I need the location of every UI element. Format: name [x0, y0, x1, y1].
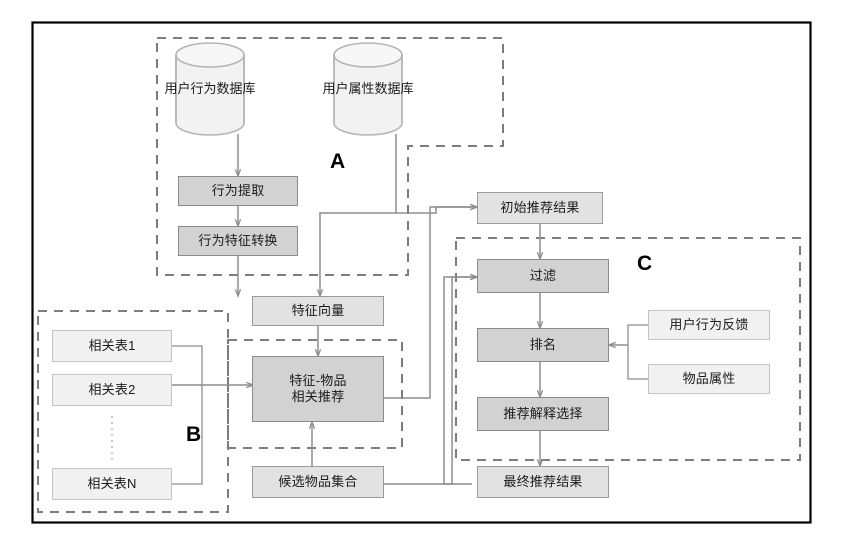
node-candidate-item-set[interactable]: 候选物品集合: [252, 466, 384, 498]
node-behavior-extraction[interactable]: 行为提取: [178, 176, 298, 206]
group-label-b: B: [186, 423, 202, 446]
edge-attributedb-to-featurevector: [320, 134, 397, 296]
user-behavior-db-shape: [175, 42, 245, 136]
user-behavior-db-label: 用户行为数据库: [164, 81, 256, 96]
node-final-recommend-result[interactable]: 最终推荐结果: [477, 466, 609, 498]
node-feature-item-recommend-line1: 特征-物品: [289, 372, 347, 388]
node-initial-recommend-result[interactable]: 初始推荐结果: [477, 192, 603, 224]
node-ranking[interactable]: 排名: [477, 328, 609, 362]
node-relation-table-2[interactable]: 相关表2: [52, 374, 172, 406]
group-b-dashed-box: [37, 310, 229, 513]
user-attribute-db-shape: [333, 42, 403, 136]
node-feature-item-recommend[interactable]: 特征-物品 相关推荐: [252, 356, 384, 422]
group-c-dashed-box: [455, 237, 801, 461]
relation-tables-ellipsis: [110, 416, 114, 460]
edge-relationtablen-bus: [172, 385, 203, 485]
user-attribute-db-label: 用户属性数据库: [322, 81, 414, 96]
node-user-behavior-feedback[interactable]: 用户行为反馈: [648, 310, 770, 340]
edge-final-result-feedback-loop: [443, 277, 477, 485]
node-recommend-explain-select[interactable]: 推荐解释选择: [477, 397, 609, 431]
node-behavior-feature-transform[interactable]: 行为特征转换: [178, 226, 298, 256]
edge-relationtable1-bus: [172, 345, 203, 385]
group-label-a: A: [330, 150, 346, 173]
group-a-dashed-box: [156, 37, 504, 276]
node-relation-table-1[interactable]: 相关表1: [52, 330, 172, 362]
edge-feedback-bus: [627, 324, 648, 345]
edge-itemattr-bus: [627, 345, 648, 380]
edge-recommend-to-initial-result: [384, 207, 477, 399]
node-item-attribute[interactable]: 物品属性: [648, 364, 770, 394]
recommend-core-dashed-box: [227, 339, 403, 449]
outer-frame: [31, 21, 812, 524]
node-feature-vector[interactable]: 特征向量: [252, 296, 384, 326]
group-label-c: C: [637, 252, 653, 275]
node-relation-table-n[interactable]: 相关表N: [52, 468, 172, 500]
node-feature-item-recommend-line2: 相关推荐: [291, 389, 345, 404]
node-filter[interactable]: 过滤: [477, 259, 609, 293]
